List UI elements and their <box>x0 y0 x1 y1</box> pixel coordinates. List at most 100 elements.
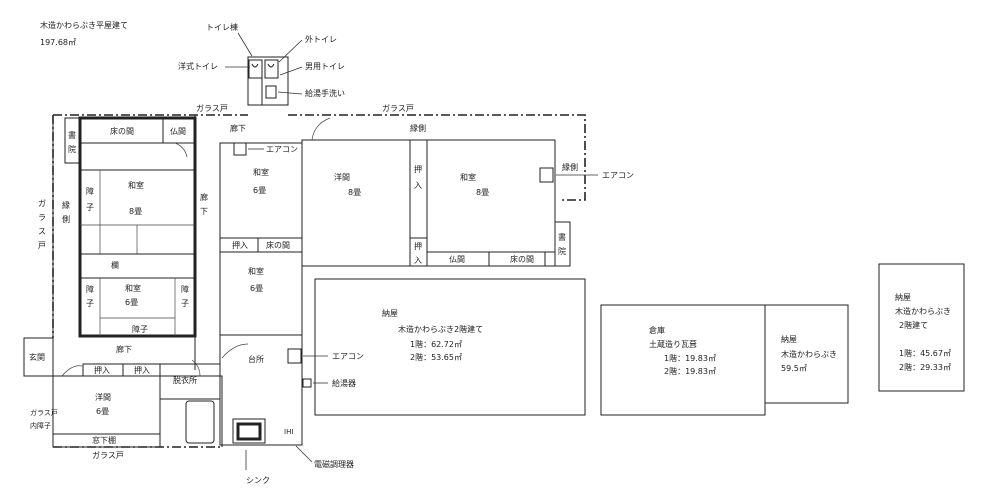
outside-toilet-leader <box>278 39 303 63</box>
madoshita-label: 窓下棚 <box>92 435 116 445</box>
washbasin-icon <box>265 85 277 99</box>
vertical-char: 障 <box>181 284 189 294</box>
washitsu-8-left-label: 和室 <box>128 180 144 190</box>
daidokoro <box>219 334 303 446</box>
nando-1-f2: 2階：53.65㎡ <box>410 352 462 362</box>
vertical-char: 入 <box>414 256 422 265</box>
glass-door-vertical-label: ガラス戸 <box>38 198 46 250</box>
rouka-top-label: 廊下 <box>230 123 246 133</box>
toilet-stall-outside <box>264 59 279 79</box>
madoshita-shelf <box>52 433 161 448</box>
youma-6 <box>52 375 161 435</box>
souko-f1: 1階：19.83㎡ <box>664 353 716 363</box>
vertical-char: 押 <box>414 241 422 251</box>
toilet-building-leader <box>237 32 253 57</box>
nando-1-name: 納屋 <box>382 308 398 318</box>
nando-2-name: 納屋 <box>781 334 797 344</box>
vertical-char: 子 <box>181 299 189 308</box>
aircon-1-label: エアコン <box>266 145 298 154</box>
shoin-left <box>64 117 81 164</box>
vertical-char: 書 <box>68 130 76 140</box>
engawa-left-vertical-label: 縁側 <box>62 200 70 224</box>
vertical-char: 子 <box>86 299 94 308</box>
souko-f2: 2階：19.83㎡ <box>664 366 716 376</box>
oshiire-center-label: 押入 <box>232 240 248 250</box>
nando-1 <box>314 278 586 416</box>
vertical-char: 子 <box>86 203 94 212</box>
door-swing-bottom <box>61 359 201 377</box>
ih-heater-label: 電磁調理器 <box>314 459 354 469</box>
tokonoma-center-label: 床の間 <box>266 240 290 250</box>
washitsu-8-right-label: 和室 <box>460 172 476 182</box>
outside-toilet-label: 外トイレ <box>305 34 337 44</box>
youma-8-label: 洋間 <box>334 172 350 182</box>
washitsu-8-left-size: 8畳 <box>129 207 142 216</box>
glass-door-label-left: ガラス戸 <box>196 103 228 113</box>
nando-2 <box>764 304 849 404</box>
aircon-unit-1 <box>233 142 247 156</box>
vertical-char: 院 <box>558 246 566 256</box>
nando-3-structure2: 2階建て <box>899 320 928 330</box>
lower-left-block <box>53 375 223 447</box>
glass-door-line-top <box>53 114 586 201</box>
toilet-stall-western <box>248 59 263 79</box>
aircon-unit-2 <box>287 348 302 364</box>
sink-label: シンク <box>246 476 270 485</box>
vertical-char: 入 <box>414 181 422 190</box>
oshiire-right-2-label: 押入 <box>414 241 422 265</box>
washitsu-6-center-size: 6畳 <box>253 186 266 195</box>
right-wing-outline <box>302 139 556 267</box>
rouka-vertical-label: 廊下 <box>200 192 208 216</box>
engawa-right-label: 縁側 <box>562 162 578 172</box>
souko-structure: 土蔵造り瓦葺 <box>649 339 697 349</box>
youma-6-size: 6畳 <box>96 407 109 416</box>
nando-3-f2: 2階：29.33㎡ <box>899 362 951 372</box>
washbasin-label: 給湯手洗い <box>305 88 345 98</box>
sink-basin-icon <box>236 422 262 441</box>
glass-door-label-small: ガラス戸 <box>30 408 58 417</box>
shoin-right-label: 書院 <box>558 232 566 256</box>
datsuisho-label: 脱衣所 <box>173 375 197 385</box>
washitsu-8-right-size: 8畳 <box>476 188 489 197</box>
door-swing-top <box>311 117 331 141</box>
washitsu-6-center-label: 和室 <box>253 167 269 177</box>
toilet-building-label: トイレ棟 <box>206 22 238 32</box>
oshiire-bottom-2-label: 押入 <box>134 365 150 375</box>
nando-3 <box>878 263 965 392</box>
western-toilet-label: 洋式トイレ <box>178 61 218 71</box>
tokonoma-right-label: 床の間 <box>510 254 534 264</box>
aircon-2-label: エアコン <box>332 352 364 361</box>
vertical-char: 書 <box>558 232 566 242</box>
washitsu-6-lower-label: 和室 <box>248 266 264 276</box>
vertical-char: 戸 <box>38 241 46 250</box>
vertical-char: 側 <box>62 214 70 224</box>
vertical-char: 下 <box>200 207 208 216</box>
oshiire-bottom-1-label: 押入 <box>94 365 110 375</box>
vertical-char: 押 <box>414 164 422 174</box>
shouji-bottom-label: 障子 <box>132 324 148 334</box>
shouji-left-upper-label: 障子 <box>86 186 94 212</box>
tokonoma-right <box>488 251 546 267</box>
engawa-top-label: 縁側 <box>410 123 426 133</box>
ranma <box>79 253 196 279</box>
nando-3-name: 納屋 <box>895 292 911 302</box>
door-swing <box>174 142 188 158</box>
vertical-char: ラ <box>38 213 46 222</box>
sink-unit <box>232 418 266 444</box>
oshiire-right-1-label: 押入 <box>414 164 422 190</box>
mens-toilet-label: 男用トイレ <box>305 62 345 71</box>
souko-name: 倉庫 <box>649 325 665 335</box>
shouji-right-lower-label: 障子 <box>181 284 189 308</box>
genkan-label: 玄関 <box>29 352 45 362</box>
washitsu-6-lower-size: 6畳 <box>250 284 263 293</box>
nando-3-structure: 木造かわらぶき <box>895 306 951 316</box>
shouji-left-lower-label: 障子 <box>86 284 94 308</box>
washitsu-6-left-label: 和室 <box>125 283 141 293</box>
uchi-shouji-label: 内障子 <box>30 421 51 430</box>
toilet-bowl-icon <box>251 63 275 68</box>
genkan-room <box>23 337 54 377</box>
youma-8-size: 8畳 <box>348 188 361 197</box>
ranma-label: 欄 <box>111 260 119 270</box>
butsuma-left-label: 仏間 <box>170 127 186 136</box>
